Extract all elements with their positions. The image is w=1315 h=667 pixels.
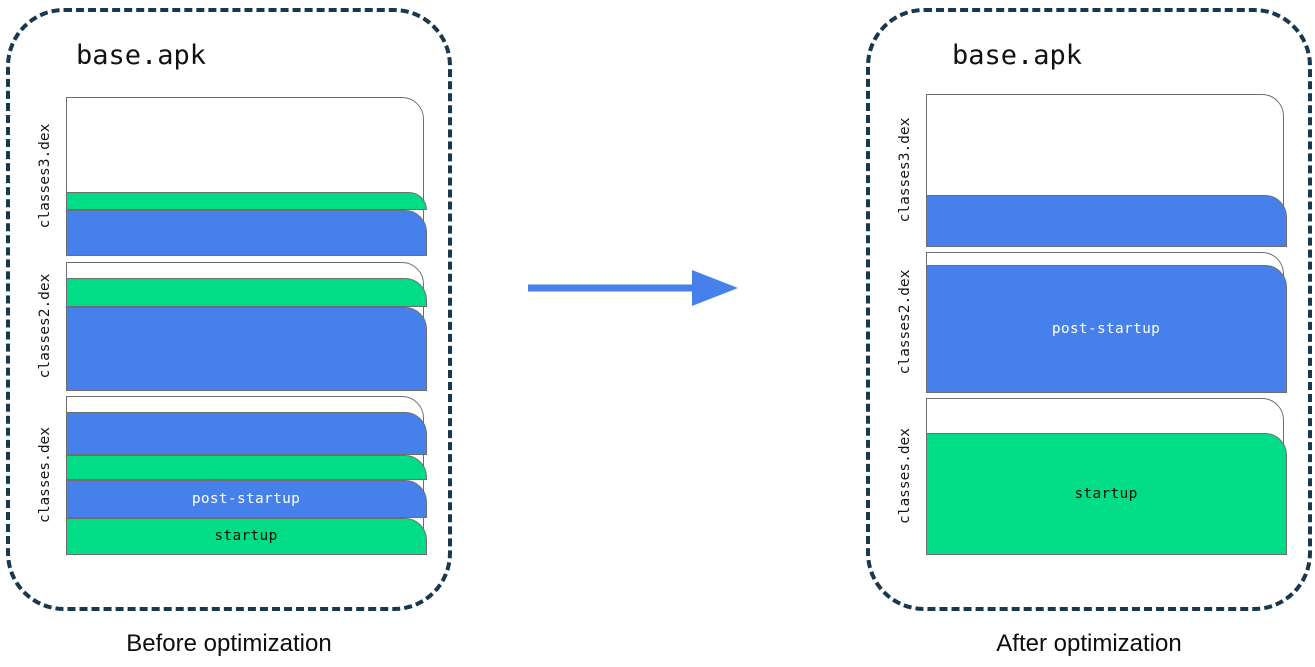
dex-file-label: classes3.dex: [37, 97, 53, 255]
dex-file-label: classes2.dex: [37, 262, 53, 390]
dex-segment-post-startup: post-startup: [65, 480, 427, 519]
dex-file-box: startup post-startup: [65, 396, 427, 555]
dex-segment-label: startup: [1074, 485, 1138, 502]
transition-arrow: [520, 258, 750, 318]
dex-segment-label: post-startup: [1051, 320, 1161, 337]
dex-group: classes3.dex: [886, 94, 1287, 247]
dex-file-label: classes.dex: [897, 398, 913, 554]
dex-file-box: [925, 94, 1287, 247]
dex-segment-label: startup: [214, 528, 278, 545]
apk-title-before: base.apk: [76, 40, 207, 71]
caption-before: Before optimization: [126, 630, 332, 657]
dex-file-box: [65, 97, 427, 256]
dex-group: classes2.dex post-startup: [886, 252, 1287, 393]
dex-segment-startup: startup: [65, 518, 427, 555]
dex-segment-post-startup: post-startup: [925, 265, 1287, 393]
arrow-right-icon: [528, 270, 738, 306]
apk-title-after: base.apk: [952, 40, 1083, 71]
dex-segment-label: post-startup: [191, 491, 301, 508]
dex-file-label: classes.dex: [37, 396, 53, 554]
dex-file-label-text: classes.dex: [896, 427, 913, 525]
dex-group: classes.dex startup post-startup: [26, 396, 427, 555]
dex-file-label: classes2.dex: [897, 252, 913, 392]
dex-segment-post-startup: [65, 307, 427, 391]
dex-file-label-text: classes2.dex: [896, 269, 913, 375]
dex-group: classes3.dex: [26, 97, 427, 256]
dex-file-box: post-startup: [925, 252, 1287, 393]
dex-segment-post-startup: [925, 194, 1287, 247]
dex-segment-startup: [65, 192, 427, 210]
dex-file-label-text: classes3.dex: [896, 117, 913, 223]
dex-file-label-text: classes3.dex: [36, 123, 53, 229]
dex-group: classes.dex startup: [886, 398, 1287, 555]
dex-file-label-text: classes.dex: [36, 426, 53, 524]
dex-segment-startup: [65, 277, 427, 308]
dex-file-label-text: classes2.dex: [36, 273, 53, 379]
dex-segment-post-startup: [65, 209, 427, 256]
dex-file-box: startup: [925, 398, 1287, 555]
caption-after: After optimization: [996, 630, 1182, 657]
dex-file-label: classes3.dex: [897, 94, 913, 246]
dex-segment-startup: [65, 454, 427, 481]
dex-segment-post-startup: [65, 412, 427, 455]
dex-segment-startup: startup: [925, 432, 1287, 555]
dex-file-box: [65, 262, 427, 391]
dex-group: classes2.dex: [26, 262, 427, 391]
